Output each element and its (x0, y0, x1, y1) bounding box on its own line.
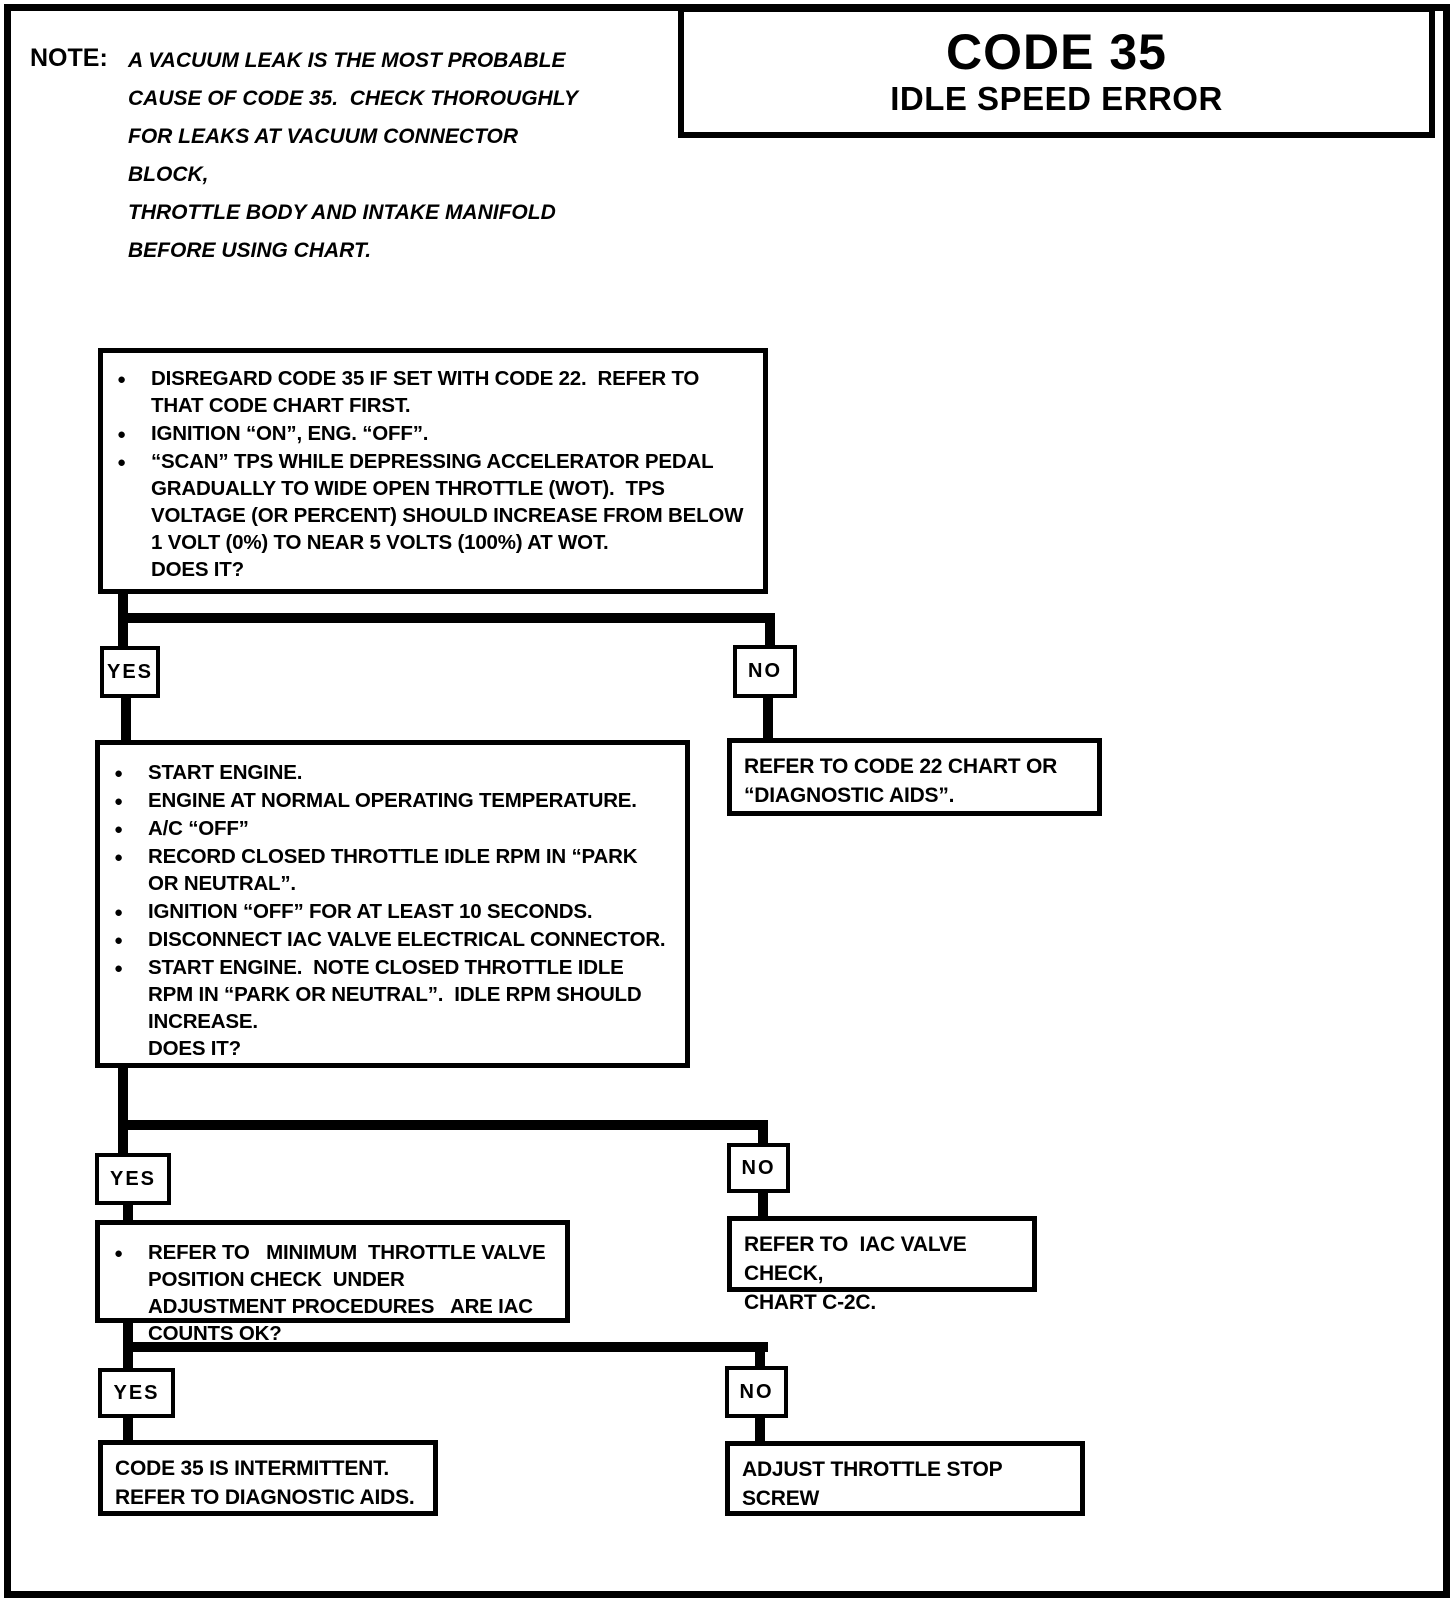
branch3-no-result-box: ADJUST THROTTLE STOP SCREW (725, 1441, 1085, 1516)
note-block: NOTE: A VACUUM LEAK IS THE MOST PROBABLE… (30, 42, 590, 270)
connector-step2-stem (118, 1065, 128, 1155)
connector-no3-to-result (755, 1416, 765, 1444)
connector-branch3-horizontal (123, 1342, 768, 1352)
step1-bullet: IGNITION “ON”, ENG. “OFF”. (115, 420, 749, 448)
branch2-no-label: NO (741, 1156, 776, 1179)
branch3-yes-result-box: CODE 35 IS INTERMITTENT. REFER TO DIAGNO… (98, 1440, 438, 1516)
connector-branch2-no-stem (758, 1125, 768, 1145)
step2-bullet: DISCONNECT IAC VALVE ELECTRICAL CONNECTO… (112, 926, 671, 954)
connector-no1-to-result (763, 696, 773, 742)
step2-bullet: IGNITION “OFF” FOR AT LEAST 10 SECONDS. (112, 898, 671, 926)
step1-bullet: “SCAN” TPS WHILE DEPRESSING ACCELERATOR … (115, 448, 749, 583)
connector-branch2-horizontal (118, 1120, 768, 1130)
step1-box: DISREGARD CODE 35 IF SET WITH CODE 22. R… (98, 348, 768, 594)
connector-no2-to-result (758, 1190, 768, 1218)
branch1-yes-label: YES (106, 660, 154, 683)
connector-yes3-to-result (123, 1416, 133, 1442)
branch2-yes-label: YES (109, 1167, 157, 1190)
title-code: CODE 35 (946, 24, 1167, 80)
step1-bullets: DISREGARD CODE 35 IF SET WITH CODE 22. R… (103, 353, 763, 592)
branch3-yes-box: YES (98, 1368, 175, 1418)
step3-bullets: REFER TO MINIMUM THROTTLE VALVE POSITION… (100, 1225, 565, 1356)
branch3-no-box: NO (725, 1366, 788, 1418)
connector-branch1-horizontal (118, 613, 775, 623)
branch3-no-result-text: ADJUST THROTTLE STOP SCREW (742, 1458, 1003, 1510)
connector-branch3-no-stem (755, 1347, 765, 1369)
branch1-no-result-box: REFER TO CODE 22 CHART OR “DIAGNOSTIC AI… (727, 738, 1102, 816)
branch3-no-label: NO (739, 1380, 774, 1403)
connector-yes2-to-step3 (123, 1203, 133, 1222)
branch2-no-box: NO (727, 1143, 790, 1193)
note-label: NOTE: (30, 44, 108, 72)
branch2-yes-box: YES (95, 1153, 171, 1205)
branch1-no-result-text: REFER TO CODE 22 CHART OR “DIAGNOSTIC AI… (744, 755, 1058, 807)
branch2-no-result-box: REFER TO IAC VALVE CHECK, CHART C-2C. (727, 1216, 1037, 1314)
connector-yes1-to-step2 (121, 696, 131, 744)
step2-bullet: ENGINE AT NORMAL OPERATING TEMPERATURE. (112, 787, 671, 815)
branch2-no-result-text: REFER TO IAC VALVE CHECK, CHART C-2C. (744, 1233, 967, 1314)
title-subtitle: IDLE SPEED ERROR (890, 80, 1223, 117)
note-text: A VACUUM LEAK IS THE MOST PROBABLE CAUSE… (128, 49, 578, 262)
step2-bullet: START ENGINE. NOTE CLOSED THROTTLE IDLE … (112, 954, 671, 1062)
title-box: CODE 35 IDLE SPEED ERROR (678, 6, 1435, 138)
step2-bullet: START ENGINE. (112, 759, 671, 787)
step1-bullet: DISREGARD CODE 35 IF SET WITH CODE 22. R… (115, 365, 749, 419)
step2-box: START ENGINE. ENGINE AT NORMAL OPERATING… (95, 740, 690, 1068)
branch3-yes-result-text: CODE 35 IS INTERMITTENT. REFER TO DIAGNO… (115, 1457, 415, 1509)
step2-bullet: A/C “OFF” (112, 815, 671, 843)
step2-bullet: RECORD CLOSED THROTTLE IDLE RPM IN “PARK… (112, 843, 671, 897)
step2-bullets: START ENGINE. ENGINE AT NORMAL OPERATING… (100, 745, 685, 1071)
branch1-no-label: NO (748, 660, 782, 682)
branch3-yes-label: YES (113, 1381, 160, 1404)
step3-bullet: REFER TO MINIMUM THROTTLE VALVE POSITION… (112, 1239, 551, 1347)
branch1-no-box: NO (733, 645, 797, 698)
step3-box: REFER TO MINIMUM THROTTLE VALVE POSITION… (95, 1220, 570, 1345)
connector-branch1-no-stem (765, 618, 775, 647)
branch1-yes-box: YES (100, 646, 160, 698)
